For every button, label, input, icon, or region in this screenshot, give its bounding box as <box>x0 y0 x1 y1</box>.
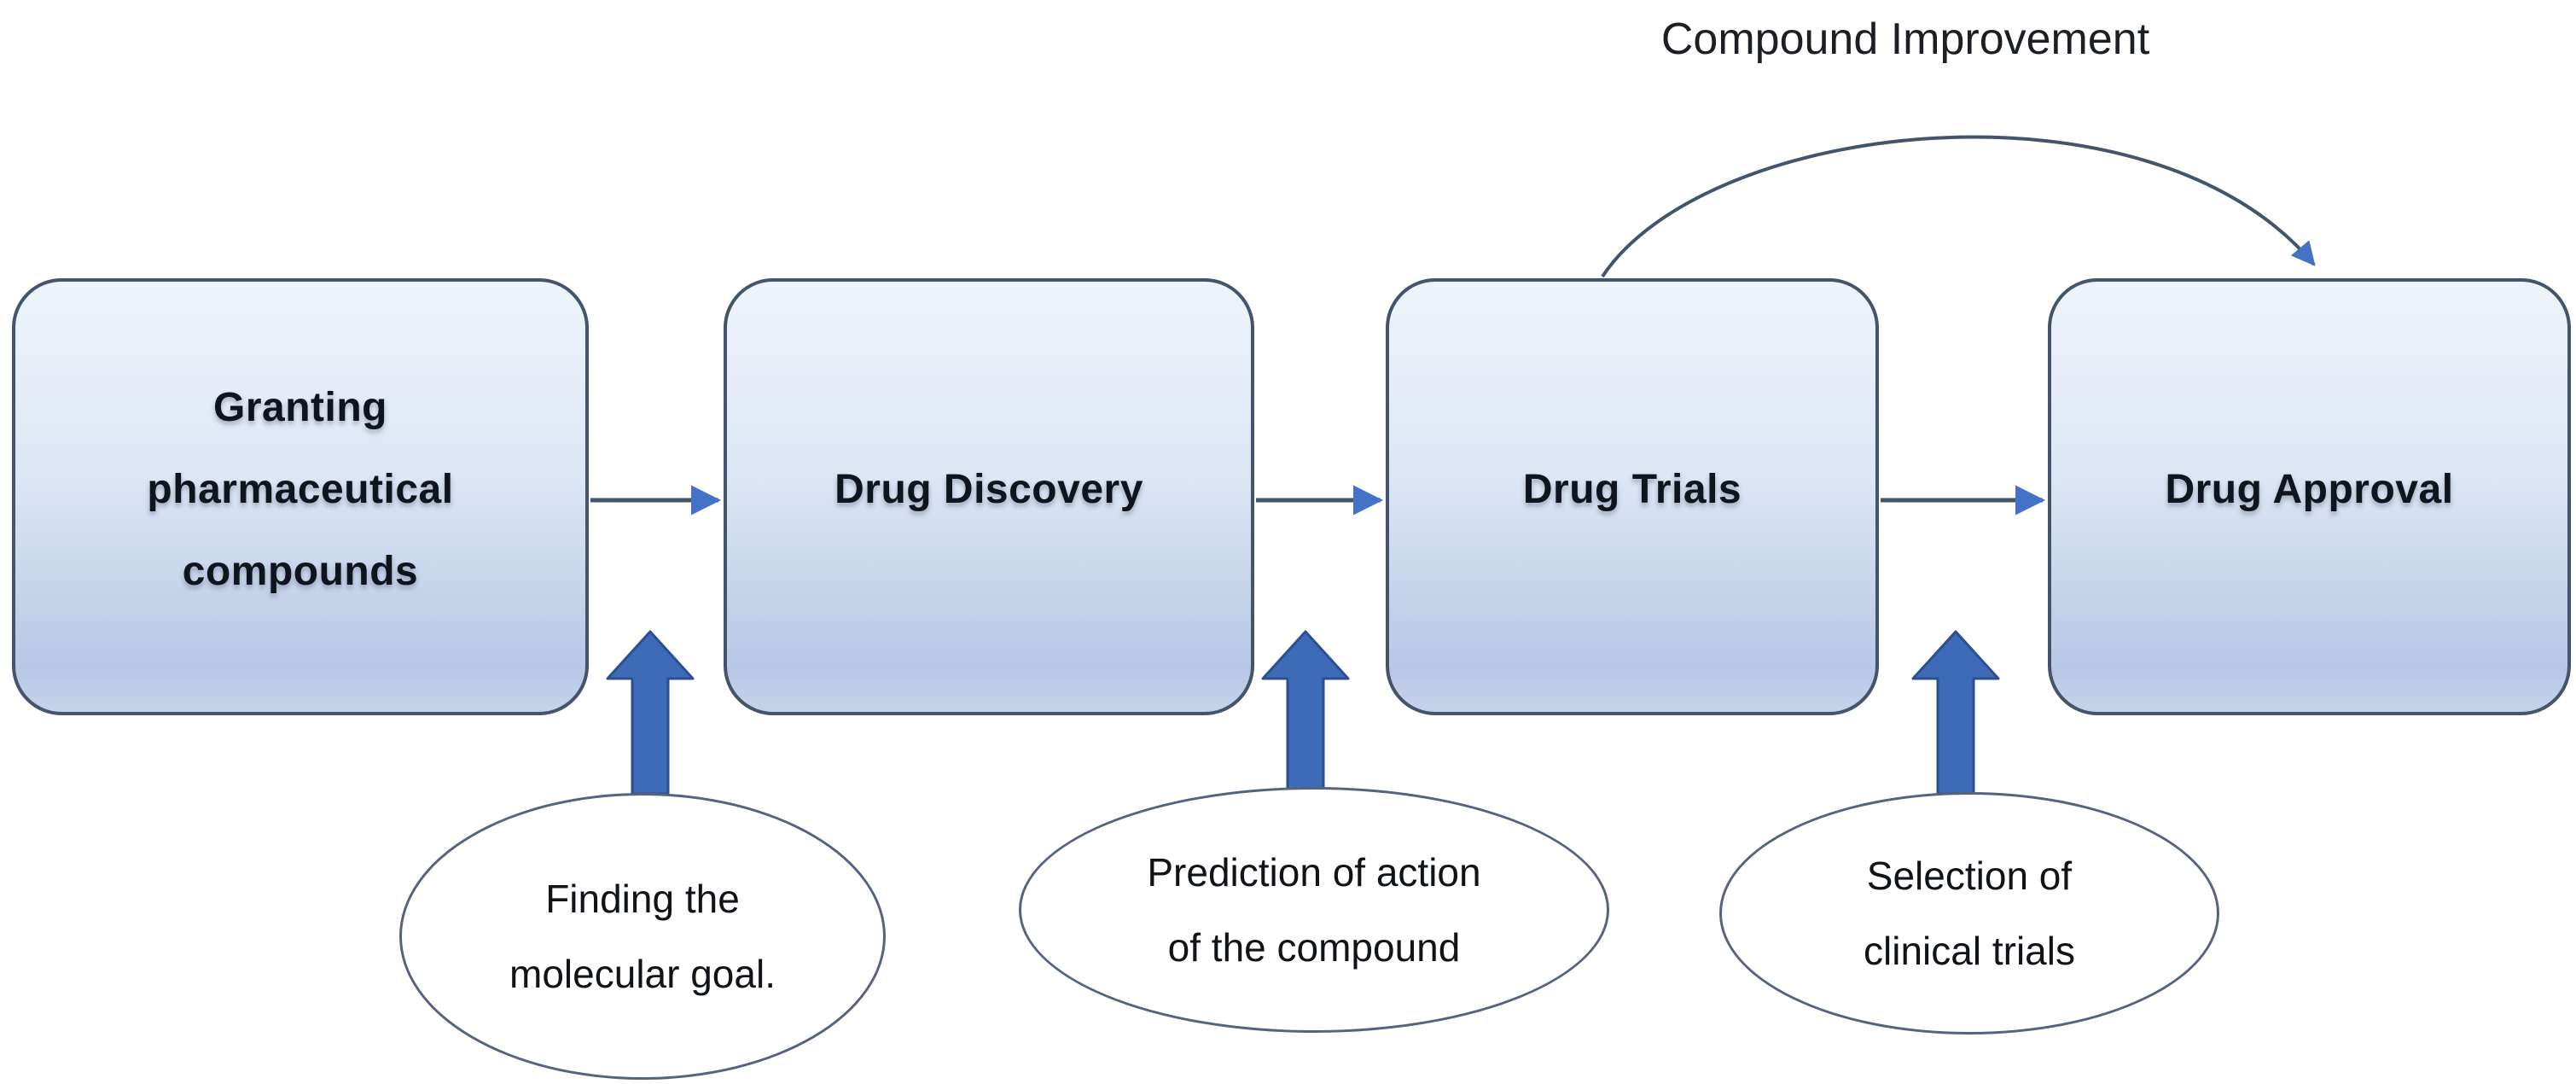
feedback-curve-arrow <box>1601 135 2316 278</box>
annotation-label: Selection of clinical trials <box>1864 854 2075 973</box>
annotation-ellipse-finding-molecular-goal: Finding the molecular goal. <box>399 793 886 1080</box>
block-arrow-prediction-of-action <box>1261 630 1350 796</box>
stage-box-granting-pharmaceutical-compounds: Granting pharmaceutical compounds <box>12 278 589 715</box>
stage-label: Granting pharmaceutical compounds <box>147 385 454 594</box>
block-arrow-selection-of-trials <box>1911 630 2000 796</box>
stage-label: Drug Trials <box>1522 467 1742 512</box>
annotation-label: Prediction of action of the compound <box>1147 850 1481 970</box>
feedback-arrow-label: Compound Improvement <box>1660 15 2150 64</box>
stage-box-drug-trials: Drug Trials <box>1386 278 1879 715</box>
stage-box-drug-discovery: Drug Discovery <box>724 278 1254 715</box>
stage-label: Drug Approval <box>2165 467 2454 512</box>
annotation-ellipse-selection-of-trials: Selection of clinical trials <box>1719 792 2219 1034</box>
annotation-ellipse-prediction-of-action: Prediction of action of the compound <box>1019 787 1609 1033</box>
annotation-label: Finding the molecular goal. <box>509 877 776 996</box>
stage-label: Drug Discovery <box>834 467 1143 512</box>
stage-box-drug-approval: Drug Approval <box>2048 278 2571 715</box>
block-arrow-finding-molecular-goal <box>606 630 695 796</box>
